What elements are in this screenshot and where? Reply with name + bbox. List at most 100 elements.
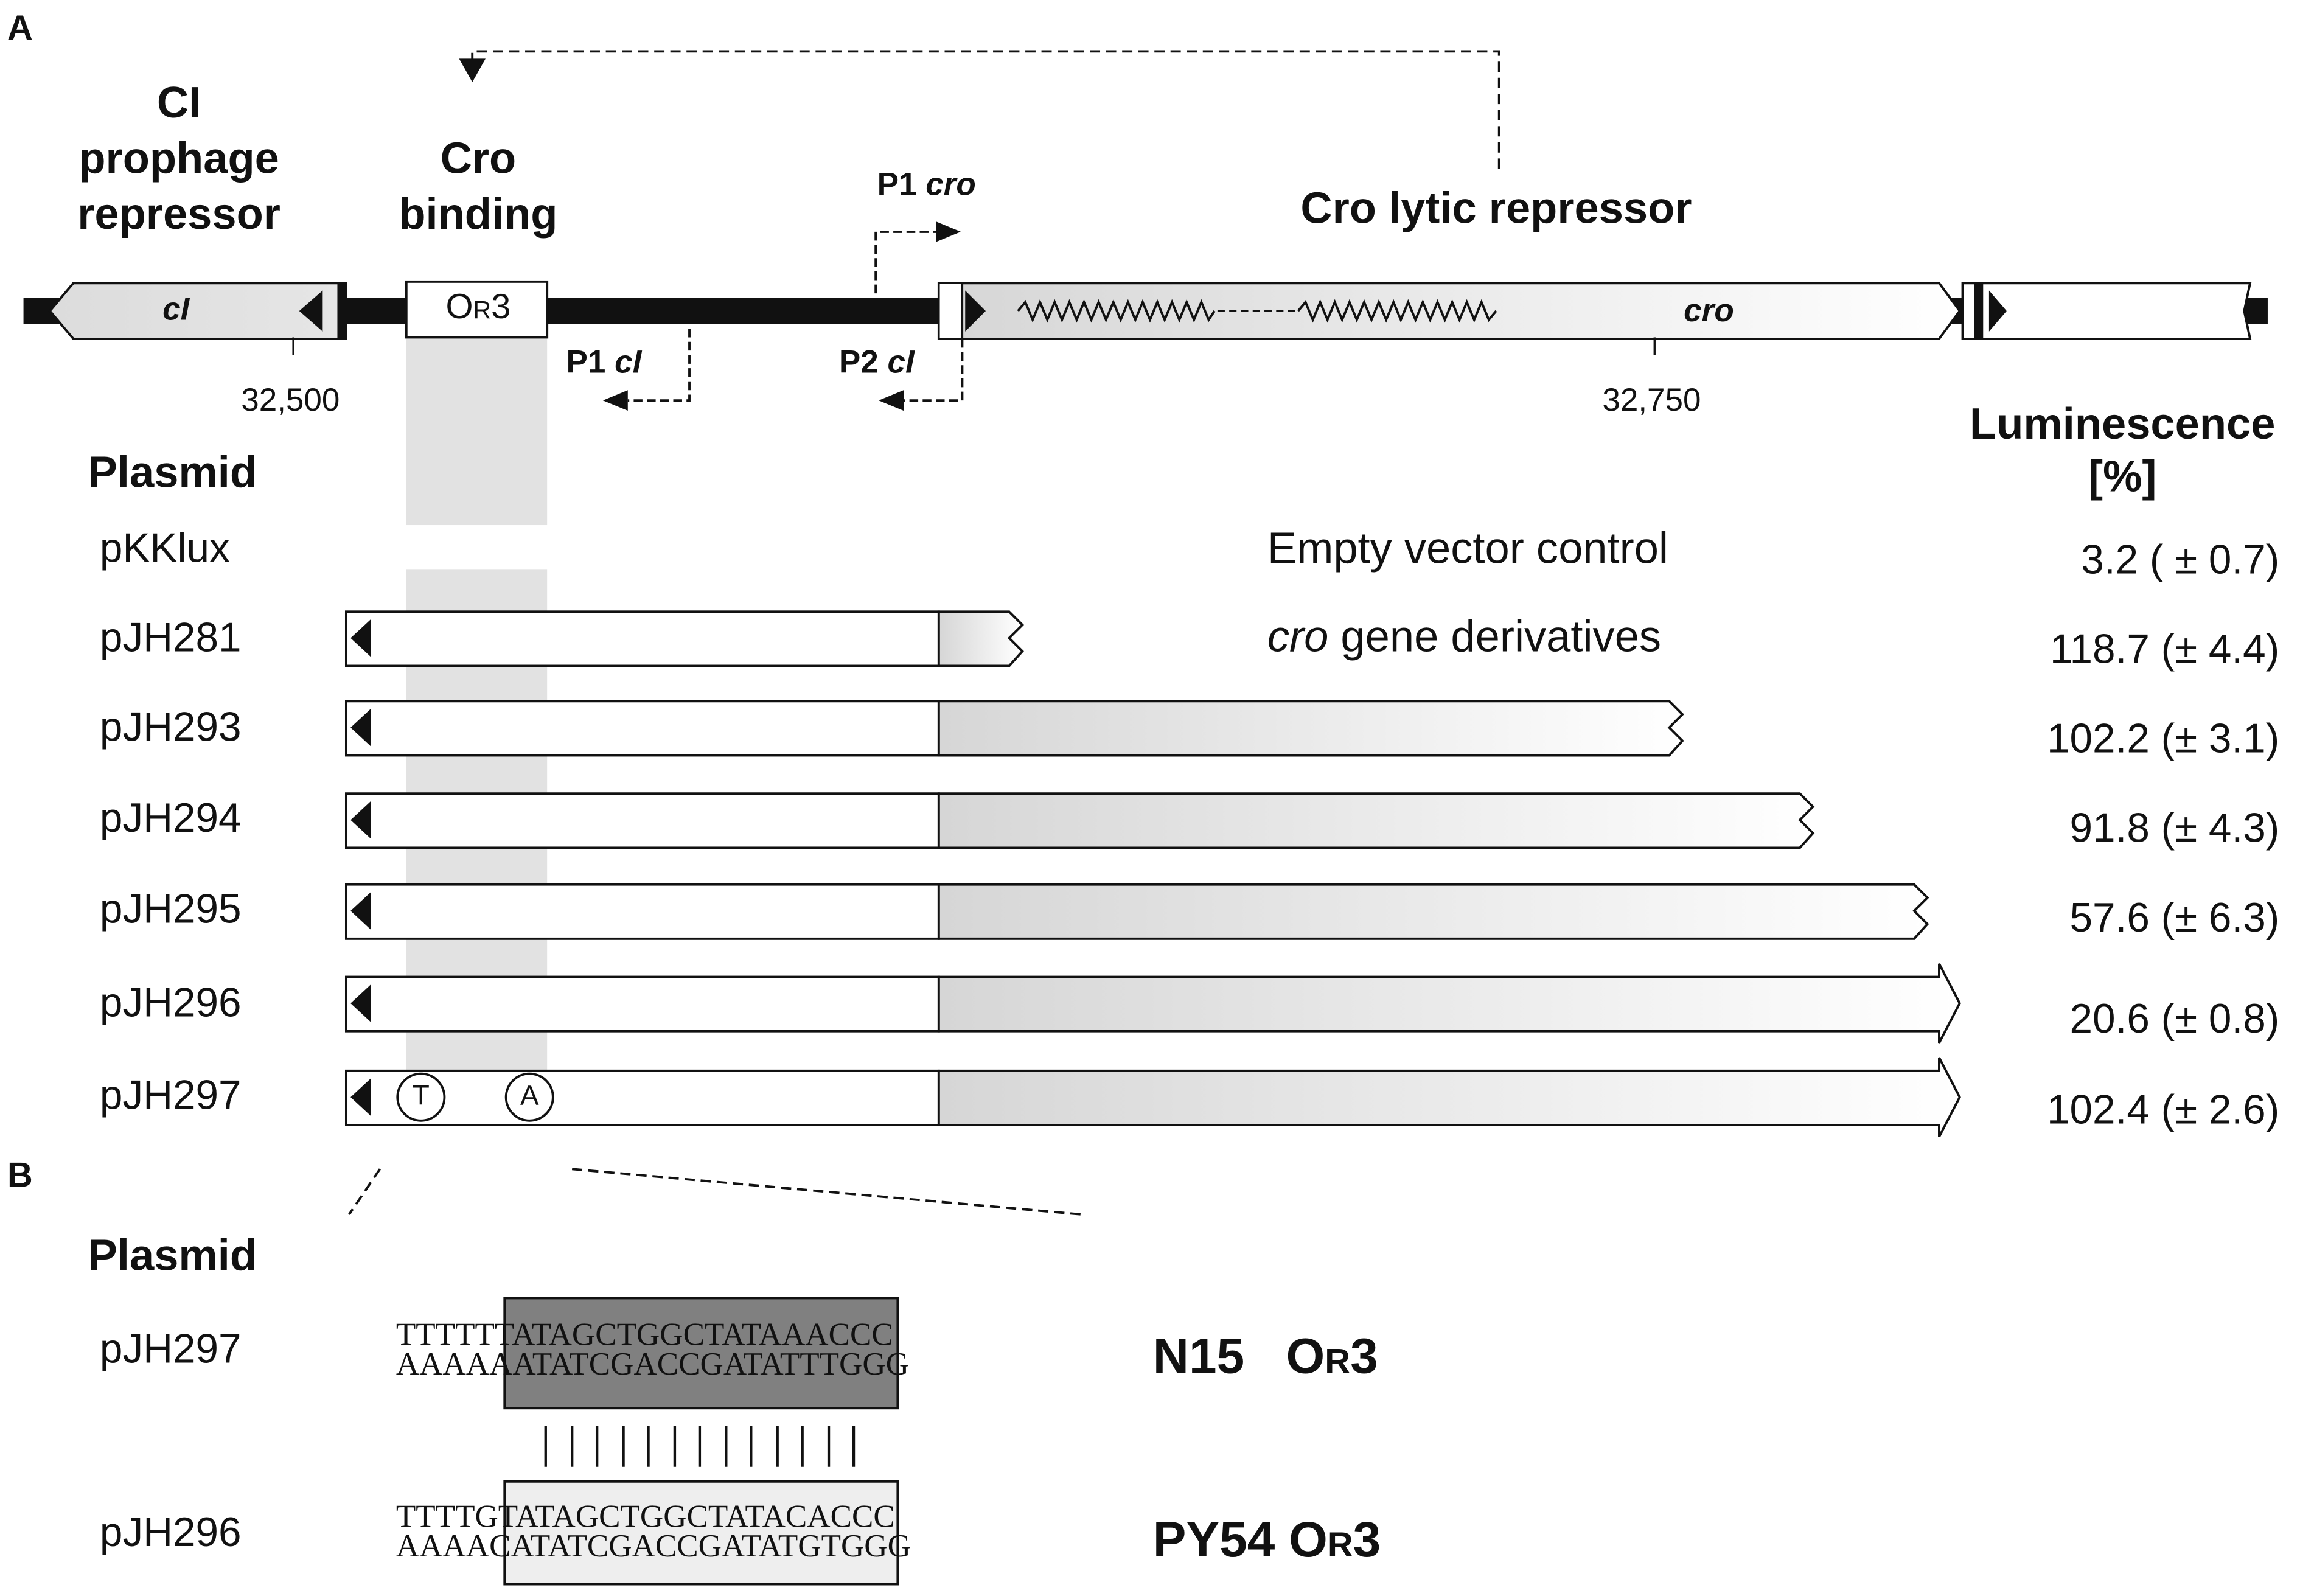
downstream-gene xyxy=(1961,282,2252,340)
construct-pjh297 xyxy=(344,1057,1961,1138)
cro-gene-triangle xyxy=(965,290,986,332)
or3-box xyxy=(405,280,549,339)
n15-bottom-strand: AAAAAATATCGACCGATATTTGGG xyxy=(396,1347,909,1379)
n15-top-strand: TTTTTTATAGCTGGCTATAAACCC xyxy=(396,1318,909,1350)
panel-b-label: B xyxy=(7,1155,33,1196)
or3-sub: R xyxy=(473,296,492,324)
p1cro-arrow-head xyxy=(936,221,961,242)
p1ci-arrow xyxy=(627,328,691,402)
n15-top-flank-left: TTTT xyxy=(396,1315,475,1353)
lum-value-pkklux: 3.2 ( ± 0.7) xyxy=(2081,537,2280,583)
plasmid-name-pjh297: pJH297 xyxy=(99,1072,242,1118)
construct-pjh293 xyxy=(344,700,1684,757)
plasmid-header-a: Plasmid xyxy=(88,448,257,498)
n15-top-box: TTATAGCTGGCTATAA xyxy=(475,1315,806,1353)
py54-sequence: TTTTGTATAGCTGGCTATACACCC AAAACATATCGACCG… xyxy=(396,1500,911,1561)
plasmid-name-pkklux: pKKlux xyxy=(99,525,230,571)
py54-label-sub: R xyxy=(1327,1525,1353,1566)
empty-vector-text: Empty vector control xyxy=(1267,525,1669,574)
ci-title-line-2: prophage xyxy=(78,134,279,184)
derivatives-rest: gene derivatives xyxy=(1328,613,1662,662)
p2ci-arrow xyxy=(903,338,964,402)
ci-repressor-title: CI prophage repressor xyxy=(77,76,281,243)
helix-wave-2 xyxy=(1297,299,1497,323)
mutation-t-label: T xyxy=(412,1081,430,1112)
py54-bot-box: CATATCGACCGATATG xyxy=(489,1527,821,1564)
py54-label-main: PY54 O xyxy=(1152,1512,1328,1569)
mutation-t-circle xyxy=(396,1072,446,1122)
construct-pjh296 xyxy=(344,963,1961,1044)
n15-or3-label: N15 OR3 xyxy=(1153,1332,1378,1382)
n15-label-sub: R xyxy=(1325,1342,1351,1382)
or3-num: 3 xyxy=(491,287,511,327)
ci-gene-label: cI xyxy=(162,290,190,327)
n15-or3-box xyxy=(503,1297,899,1410)
p1cro-prefix: P1 xyxy=(877,166,926,203)
py54-bot-flank-left: AAAA xyxy=(396,1527,490,1564)
cro-lytic-title: Cro lytic repressor xyxy=(1300,184,1692,234)
or3-label: OR3 xyxy=(445,290,511,326)
construct-pjh281 xyxy=(344,610,1024,667)
n15-top-flank-right: ACCC xyxy=(805,1315,893,1353)
seq-plasmid-pjh297: pJH297 xyxy=(99,1326,242,1372)
plasmid-name-pjh294: pJH294 xyxy=(99,795,242,841)
lum-value-pjh294: 91.8 (± 4.3) xyxy=(2069,805,2280,851)
cro-gene-label: cro xyxy=(1684,291,1734,329)
lum-value-pjh293: 102.2 (± 3.1) xyxy=(2046,716,2280,762)
py54-or3-box xyxy=(503,1480,899,1586)
downstream-gene-bar xyxy=(1974,283,1984,339)
p1cro-gene: cro xyxy=(925,166,976,203)
n15-label-main: N15 O xyxy=(1152,1329,1325,1385)
p1ci-gene: cI xyxy=(615,343,642,380)
zoom-line-right xyxy=(572,1168,1083,1216)
p1ci-prefix: P1 xyxy=(566,343,615,380)
plasmid-header-b: Plasmid xyxy=(88,1232,257,1281)
py54-top-flank-right: ACCC xyxy=(807,1497,895,1535)
p2ci-prefix: P2 xyxy=(838,343,888,380)
plasmid-name-pjh293: pJH293 xyxy=(99,704,242,750)
cro-binding-title: Cro binding xyxy=(399,132,557,243)
py54-top-box: GTATAGCTGGCTATAC xyxy=(475,1497,807,1535)
zoom-line-left xyxy=(348,1168,381,1216)
helix-wave-1 xyxy=(1017,299,1216,323)
construct-pjh294 xyxy=(344,792,1815,849)
n15-bot-flank-right: TGGG xyxy=(819,1345,909,1382)
feedback-arrow xyxy=(471,50,1500,169)
ci-gene-end-bar xyxy=(337,283,346,339)
lum-value-pjh281: 118.7 (± 4.4) xyxy=(2049,626,2280,672)
plasmid-name-pjh295: pJH295 xyxy=(99,886,242,932)
p2ci-gene: cI xyxy=(887,343,915,380)
seq-plasmid-pjh296: pJH296 xyxy=(99,1509,242,1555)
py54-or3-label: PY54 OR3 xyxy=(1153,1515,1381,1565)
identity-bars xyxy=(544,1426,856,1467)
py54-bottom-strand: AAAACATATCGACCGATATGTGGG xyxy=(396,1529,911,1561)
p1cro-label: P1 cro xyxy=(877,166,976,203)
ci-title-line-1: CI xyxy=(156,79,201,128)
derivatives-text: cro gene derivatives xyxy=(1267,613,1662,662)
mutation-a-circle xyxy=(504,1072,554,1122)
lum-header-line-1: Luminescence xyxy=(1970,400,2276,449)
py54-bot-flank-right: TGGG xyxy=(821,1527,911,1564)
cro-gene-start-bar xyxy=(938,282,964,340)
construct-pjh295 xyxy=(344,883,1929,940)
p2ci-label: P2 cI xyxy=(839,346,915,378)
luminescence-header: Luminescence [%] xyxy=(1970,399,2275,505)
lum-header-line-2: [%] xyxy=(2088,453,2157,502)
n15-bot-flank-left: AAAA xyxy=(396,1345,490,1382)
or3-main: O xyxy=(445,287,473,327)
p1ci-arrow-head xyxy=(602,390,628,411)
p1ci-label: P1 cI xyxy=(566,346,642,378)
or3-shade-upper xyxy=(406,337,548,526)
ci-gene-arrow xyxy=(48,282,347,340)
mutation-a-label: A xyxy=(520,1081,539,1112)
ci-gene-triangle xyxy=(299,290,323,332)
py54-top-flank-left: TTTT xyxy=(396,1497,475,1535)
plasmid-name-pjh281: pJH281 xyxy=(99,615,242,660)
feedback-arrow-head xyxy=(459,58,486,82)
n15-sequence: TTTTTTATAGCTGGCTATAAACCC AAAAAATATCGACCG… xyxy=(396,1318,909,1379)
ci-title-line-3: repressor xyxy=(77,190,281,239)
cro-binding-line-1: Cro xyxy=(440,134,517,184)
coord-32750: 32,750 xyxy=(1602,381,1701,419)
